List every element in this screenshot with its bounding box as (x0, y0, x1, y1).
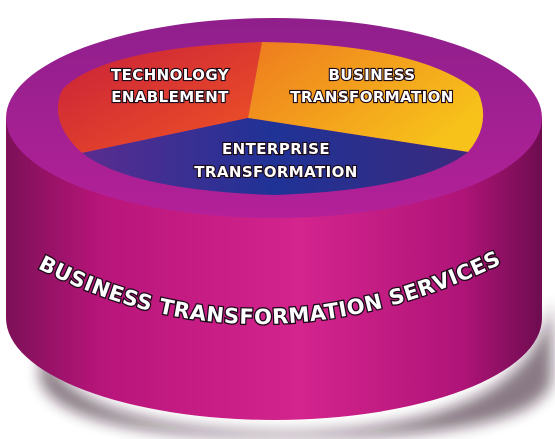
technology-label-line1: TECHNOLOGY (111, 66, 230, 84)
enterprise-label-line1: ENTERPRISE (222, 140, 330, 158)
segment-business (248, 42, 484, 152)
technology-label-line2: ENABLEMENT (111, 88, 229, 106)
business-label-line2: TRANSFORMATION (290, 88, 453, 106)
enterprise-label-line2: TRANSFORMATION (194, 163, 357, 181)
segment-enterprise (82, 118, 468, 195)
segment-technology (57, 42, 262, 153)
business-label-line1: BUSINESS (329, 66, 416, 84)
